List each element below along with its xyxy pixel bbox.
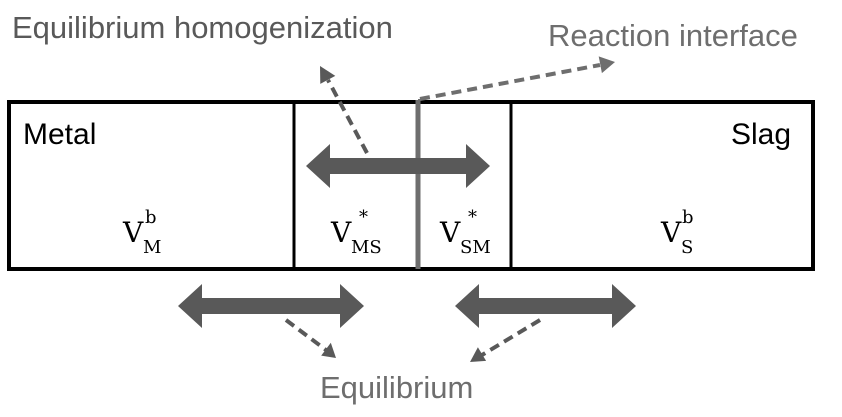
svg-text:SM: SM — [460, 237, 491, 258]
slag-equilibrium-double-arrow — [455, 284, 636, 328]
homogenization-pointer-arrow — [320, 66, 369, 154]
svg-text:S: S — [681, 237, 693, 258]
equilibrium-homogenization-label: Equilibrium homogenization — [12, 10, 393, 45]
svg-text:b: b — [145, 207, 157, 228]
svg-text:*: * — [359, 207, 368, 228]
svg-text:MS: MS — [351, 237, 382, 258]
metal-bulk-volume-label: V M b — [122, 207, 161, 258]
reaction-interface-label: Reaction interface — [548, 18, 798, 53]
svg-text:V: V — [439, 216, 461, 249]
svg-text:V: V — [122, 216, 144, 249]
right-equilibrium-pointer-arrow — [470, 318, 542, 362]
slag-interface-volume-label: V SM * — [439, 207, 491, 258]
equilibrium-label: Equilibrium — [320, 370, 473, 405]
outer-box — [7, 100, 815, 271]
left-equilibrium-pointer-arrow — [284, 318, 336, 358]
svg-text:V: V — [330, 216, 352, 249]
metal-equilibrium-double-arrow — [178, 284, 364, 328]
metal-label: Metal — [23, 118, 96, 151]
svg-text:*: * — [468, 207, 477, 228]
reaction-interface-pointer-arrow — [418, 56, 615, 101]
svg-text:V: V — [660, 216, 682, 249]
svg-text:M: M — [143, 237, 161, 258]
metal-interface-volume-label: V MS * — [330, 207, 382, 258]
slag-bulk-volume-label: V S b — [660, 207, 694, 258]
interface-exchange-double-arrow — [306, 144, 490, 188]
svg-text:b: b — [682, 207, 694, 228]
slag-label: Slag — [731, 118, 791, 151]
